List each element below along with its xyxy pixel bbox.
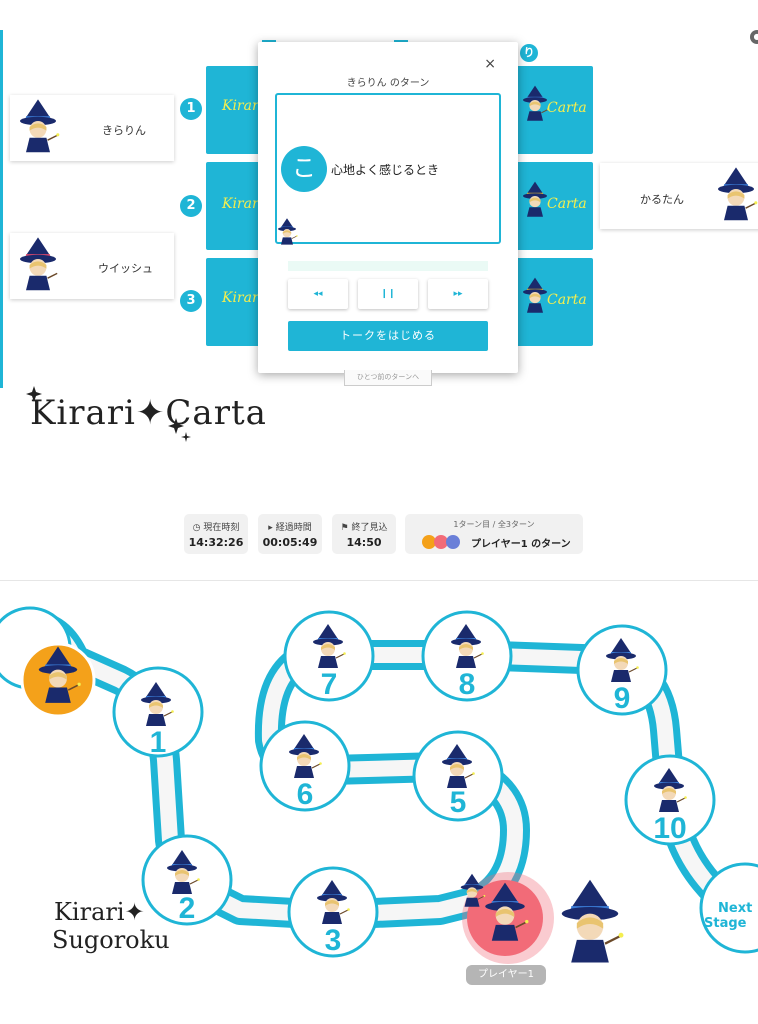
next-stage-label: Stage [704, 916, 747, 931]
karuta-logo: Kirari [222, 196, 264, 212]
start-talk-button[interactable]: トークをはじめる [288, 321, 488, 351]
karuta-game-area: ● きらりん ウイッシュ かるたん 1 2 3 り Kirari Kirari … [0, 0, 758, 388]
karuta-logo: Kirari [222, 290, 264, 306]
topic-card: こ 心地よく感じるとき [275, 93, 501, 244]
karuta-card[interactable]: Carta [513, 258, 593, 346]
current-time-value: 14:32:26 [188, 536, 244, 549]
turn-modal: × きらりん のターン こ 心地よく感じるとき ◂◂ ❙❙ ▸▸ トークをはじめ… [258, 42, 518, 373]
forward-button[interactable]: ▸▸ [428, 279, 488, 309]
space-number: 3 [325, 924, 342, 957]
flag-icon: ⚑ [340, 523, 352, 533]
elapsed-value: 00:05:49 [262, 536, 318, 549]
player-avatars-icon [422, 535, 460, 549]
current-time-label: 現在時刻 [203, 523, 240, 533]
orange-player-token[interactable] [20, 642, 96, 718]
player-card-wish: ウイッシュ [10, 233, 174, 299]
witch-avatar-icon [712, 165, 758, 225]
karuta-card[interactable]: Carta [513, 66, 593, 154]
board-space: 6 [259, 720, 351, 812]
next-stage-label: Next [718, 901, 752, 916]
space-number: 9 [614, 682, 631, 715]
current-time-pill: ◷ 現在時刻 14:32:26 [184, 514, 248, 554]
sugoroku-board: 1 2 3 5 6 7 8 9 10 Next [0, 606, 758, 964]
space-number: 1 [150, 726, 167, 759]
space-number: 6 [297, 778, 314, 811]
close-icon[interactable]: × [484, 56, 496, 72]
elapsed-label: 経過時間 [275, 523, 312, 533]
player-card-kirarin: きらりん [10, 95, 174, 161]
topic-text: 心地よく感じるとき [331, 163, 440, 177]
space-number: 5 [450, 786, 467, 819]
board-space: 10 [624, 754, 716, 846]
clock-icon: ◷ [192, 523, 204, 533]
karuta-logo: Carta [547, 292, 587, 308]
player-card-karutan: かるたん [600, 163, 758, 229]
left-accent-bar [0, 30, 3, 388]
space-number: 7 [321, 668, 338, 701]
previous-turn-button[interactable]: ひとつ前のターンへ [344, 370, 432, 386]
end-time-pill: ⚑ 終了見込 14:50 [332, 514, 396, 554]
turn-player-text: プレイヤー1 のターン [471, 539, 571, 550]
karuta-card[interactable]: Carta [513, 162, 593, 250]
karuta-logo: Kirari [222, 98, 264, 114]
section-divider [0, 580, 758, 581]
board-space: 5 [412, 730, 504, 822]
board-space: 2 [141, 834, 233, 926]
kirari-sugoroku-logo: Sugoroku [52, 926, 170, 954]
space-number: 8 [459, 668, 476, 701]
karuta-logo: Carta [547, 196, 587, 212]
kirari-carta-logo: Kirari✦Carta [30, 393, 267, 433]
board-space: 8 [421, 610, 513, 702]
row-number: 2 [180, 195, 202, 217]
kirari-sugoroku-logo: Kirari✦ [54, 898, 145, 926]
rewind-button[interactable]: ◂◂ [288, 279, 348, 309]
settings-dot-icon[interactable]: ● [750, 30, 758, 44]
player-name: ウイッシュ [98, 262, 153, 275]
player-name: かるたん [640, 193, 684, 206]
topic-character: こ [281, 146, 327, 192]
guide-witch-icon [560, 878, 625, 964]
active-player-token[interactable] [462, 872, 554, 964]
board-space: 9 [576, 624, 668, 716]
turn-title: きらりん のターン [346, 78, 430, 89]
space-number: 2 [179, 892, 196, 925]
turn-count-label: 1ターン目 / 全3ターン [453, 520, 535, 529]
partial-row-label: り [520, 44, 538, 62]
row-number: 1 [180, 98, 202, 120]
space-number: 10 [653, 812, 686, 845]
end-value: 14:50 [346, 536, 382, 549]
witch-avatar-icon [14, 235, 62, 295]
row-number: 3 [180, 290, 202, 312]
elapsed-time-pill: ▸ 経過時間 00:05:49 [258, 514, 322, 554]
player-token-label: プレイヤー1 [466, 965, 546, 985]
board-space: 3 [287, 866, 379, 958]
player-name: きらりん [102, 124, 146, 137]
karuta-logo: Carta [547, 100, 587, 116]
board-space: 1 [112, 666, 204, 759]
sparkle-icon [26, 386, 191, 442]
witch-avatar-icon [14, 97, 62, 157]
witch-icon [275, 217, 299, 247]
end-label: 終了見込 [351, 523, 388, 533]
talk-progress-bar [288, 261, 488, 271]
play-icon: ▸ [268, 523, 276, 533]
turn-status-pill: 1ターン目 / 全3ターン プレイヤー1 のターン [405, 514, 583, 554]
board-space: 7 [283, 610, 375, 702]
next-stage-space[interactable]: Next Stage [699, 862, 758, 954]
pause-button[interactable]: ❙❙ [358, 279, 418, 309]
